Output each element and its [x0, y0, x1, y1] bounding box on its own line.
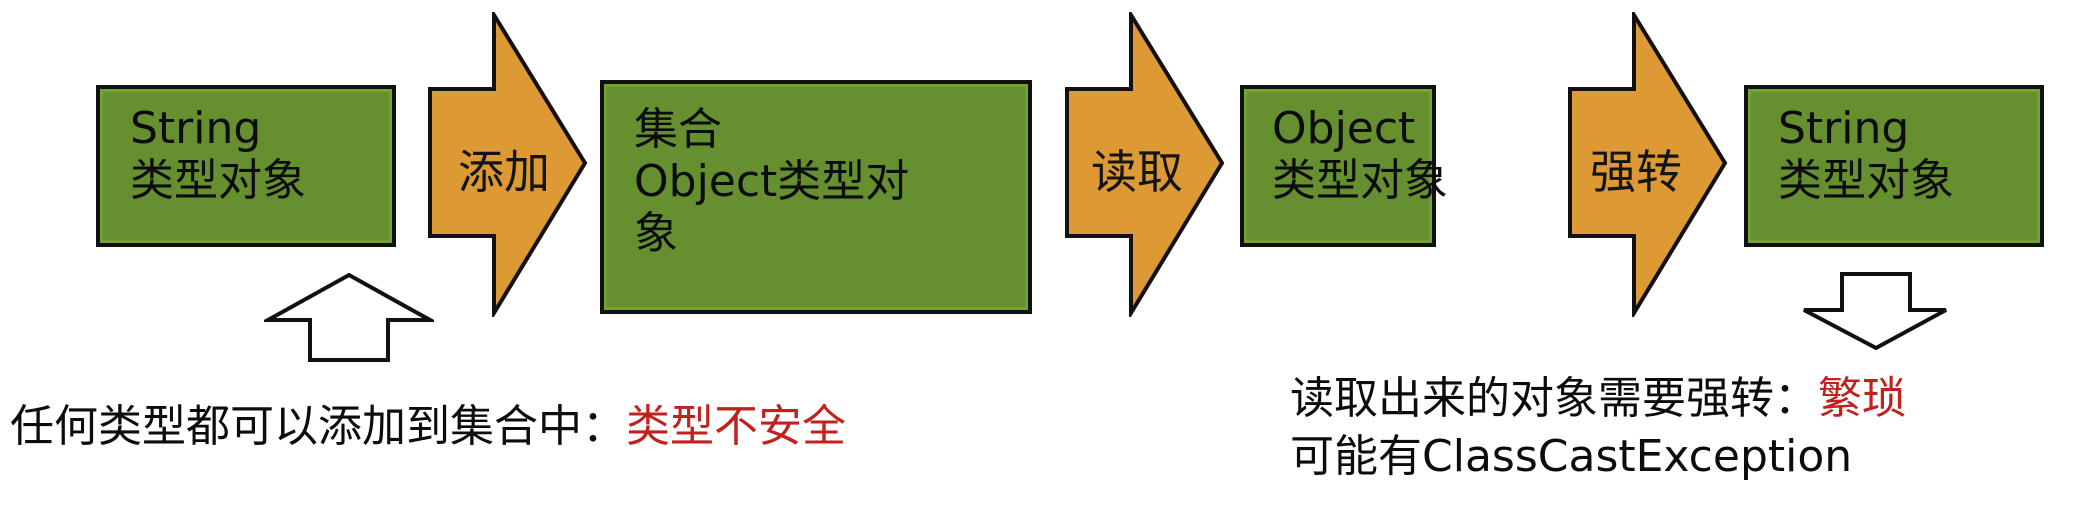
box-line: 类型对象: [1778, 155, 1954, 206]
object-read-box: Object 类型对象: [1240, 85, 1448, 247]
collection-object-box: 集合 Object类型对 象: [600, 80, 1032, 314]
box-line: Object类型对: [634, 156, 910, 207]
box-line: 象: [634, 208, 678, 259]
add-arrow: 添加: [428, 12, 588, 317]
type-unsafe-warning: 类型不安全: [626, 401, 846, 452]
chevron-arrow-icon: [428, 12, 588, 317]
cast-arrow-shape: 强转: [1568, 12, 1728, 317]
box-line: Object: [1272, 103, 1416, 154]
read-arrow: 读取: [1065, 12, 1225, 317]
add-label: 添加: [458, 145, 550, 199]
chevron-arrow-icon: [1568, 12, 1728, 317]
box-line: String: [1778, 103, 1910, 154]
string-object-output-box: String 类型对象: [1744, 85, 2044, 247]
chevron-arrow-icon: [1065, 12, 1225, 317]
box-line: String: [130, 103, 262, 154]
cumbersome-warning: 繁琐: [1818, 373, 1906, 424]
down-arrow-icon: [1800, 270, 1950, 352]
type-unsafe-note: 任何类型都可以添加到集合中：类型不安全: [10, 398, 846, 456]
string-object-input-box: String 类型对象: [96, 85, 396, 247]
up-arrow-icon: [260, 272, 438, 364]
box-line: 类型对象: [1272, 155, 1448, 206]
note-text: 任何类型都可以添加到集合中：: [10, 401, 626, 452]
class-cast-exception-note: 可能有ClassCastException: [1290, 431, 1853, 482]
cast-label: 强转: [1590, 145, 1682, 199]
box-line: 集合: [634, 104, 722, 155]
cast-required-note: 读取出来的对象需要强转：繁琐 可能有ClassCastException: [1290, 370, 1906, 486]
note-text: 读取出来的对象需要强转：: [1290, 373, 1818, 424]
read-label: 读取: [1091, 145, 1183, 199]
box-line: 类型对象: [130, 155, 306, 206]
